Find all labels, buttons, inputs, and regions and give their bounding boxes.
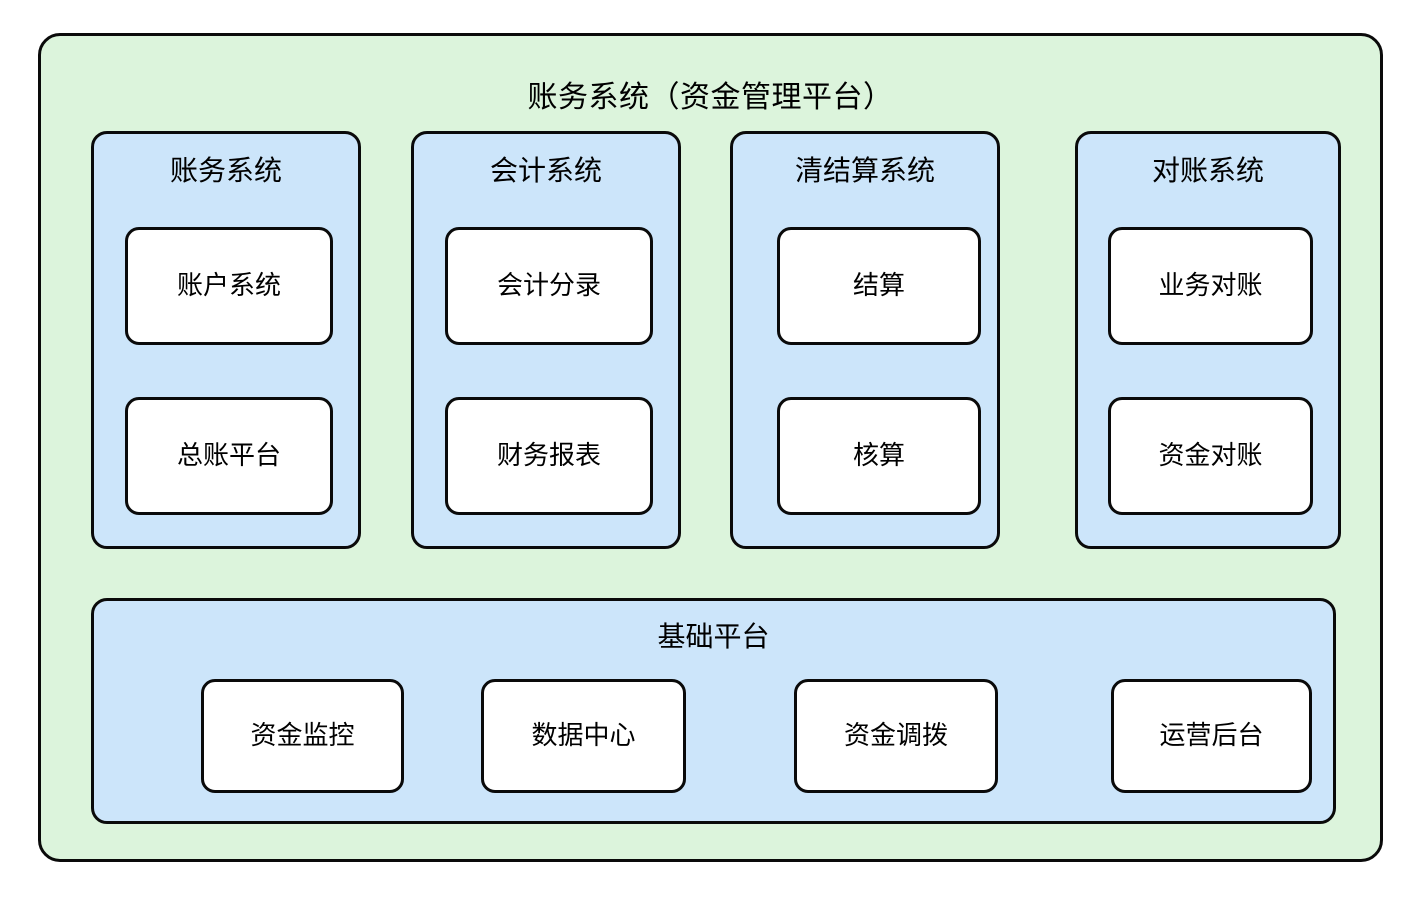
base-platform-item-box[interactable]: 运营后台 [1111,679,1312,793]
subsystem-panel-title: 账务系统 [169,154,282,187]
root-system-container: 账务系统（资金管理平台） 账务系统 账户系统 总账平台 会计系统 会计分录 财务… [38,33,1383,862]
subsystem-item-box[interactable]: 资金对账 [1108,397,1313,515]
base-platform-item-box[interactable]: 资金监控 [201,679,404,793]
subsystem-panel-title: 会计系统 [489,154,602,187]
subsystem-item-box[interactable]: 账户系统 [125,227,333,345]
base-platform-item-box[interactable]: 数据中心 [481,679,686,793]
subsystem-panel-title: 清结算系统 [794,154,935,187]
subsystem-panel-reconciliation[interactable]: 对账系统 业务对账 资金对账 [1075,131,1341,549]
subsystem-item-box[interactable]: 财务报表 [445,397,653,515]
subsystem-columns: 账务系统 账户系统 总账平台 会计系统 会计分录 财务报表 清结算系统 结算 核… [91,131,1341,549]
subsystem-item-box[interactable]: 会计分录 [445,227,653,345]
subsystem-item-box[interactable]: 核算 [777,397,981,515]
subsystem-item-box[interactable]: 业务对账 [1108,227,1313,345]
subsystem-item-box[interactable]: 结算 [777,227,981,345]
subsystem-item-box[interactable]: 总账平台 [125,397,333,515]
subsystem-panel-clearing-settlement[interactable]: 清结算系统 结算 核算 [730,131,1000,549]
subsystem-panel-accounting[interactable]: 会计系统 会计分录 财务报表 [411,131,681,549]
root-system-title: 账务系统（资金管理平台） [527,80,894,115]
subsystem-panel-accounting-core[interactable]: 账务系统 账户系统 总账平台 [91,131,361,549]
subsystem-panel-title: 对账系统 [1151,154,1264,187]
base-platform-item-box[interactable]: 资金调拨 [794,679,998,793]
base-platform-panel[interactable]: 基础平台 资金监控 数据中心 资金调拨 运营后台 [91,598,1336,824]
base-platform-title: 基础平台 [657,620,770,653]
